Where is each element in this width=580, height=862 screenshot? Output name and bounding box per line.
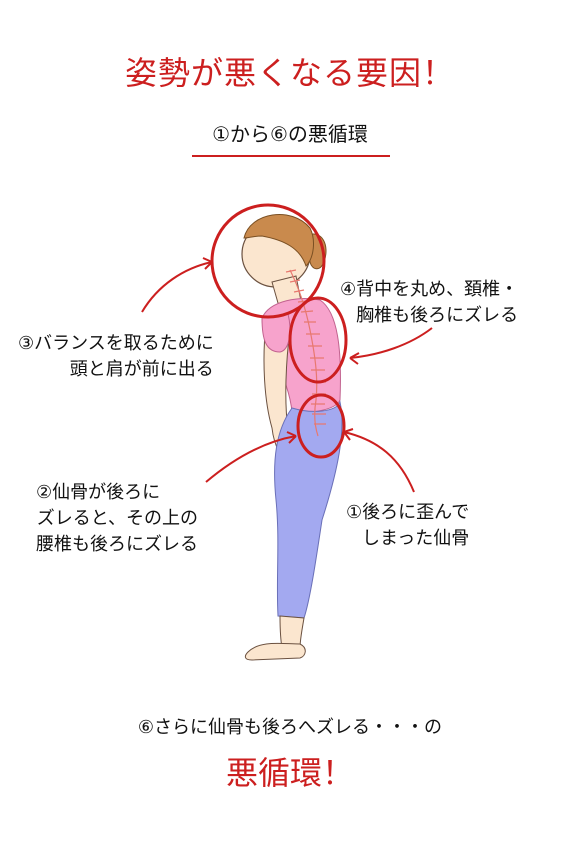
label-1-line1: ①後ろに歪んで — [346, 502, 470, 523]
foot — [244, 642, 306, 661]
subtitle-underline — [192, 155, 390, 157]
label-4: ④背中を丸め、頚椎・ 胸椎も後ろにズレる — [340, 277, 518, 329]
sleeve — [261, 313, 291, 353]
label-2-line1: ②仙骨が後ろに — [36, 482, 161, 503]
label-2-line2: ズレると、その上の — [36, 508, 198, 529]
circle-back — [288, 296, 348, 384]
label-2-line3: 腰椎も後ろにズレる — [36, 534, 198, 555]
arrow-1 — [343, 431, 415, 493]
subtitle: ①から⑥の悪循環 — [212, 122, 368, 146]
hair — [243, 214, 314, 267]
label-2: ②仙骨が後ろに ズレると、その上の 腰椎も後ろにズレる — [36, 480, 198, 558]
label-1: ①後ろに歪んで しまった仙骨 — [346, 500, 469, 552]
arrow-2 — [205, 435, 297, 483]
label-4-line2: 胸椎も後ろにズレる — [356, 305, 519, 326]
label-4-line1: ④背中を丸め、頚椎・ — [340, 279, 519, 300]
circle-sacrum — [296, 393, 346, 459]
arrow-3 — [141, 261, 213, 313]
label-3: ③バランスを取るために 頭と肩が前に出る — [18, 331, 214, 383]
arrow-4 — [349, 327, 433, 359]
footer-emphasis: 悪循環！ — [225, 754, 354, 792]
pants — [274, 400, 343, 619]
footer-text: ⑥さらに仙骨も後ろへズレる・・・の — [137, 717, 443, 738]
label-1-line2: しまった仙骨 — [361, 528, 470, 549]
label-3-line1: ③バランスを取るために — [18, 333, 214, 354]
page-title: 姿勢が悪くなる要因！ — [124, 54, 455, 92]
label-3-line2: 頭と肩が前に出る — [69, 359, 214, 380]
